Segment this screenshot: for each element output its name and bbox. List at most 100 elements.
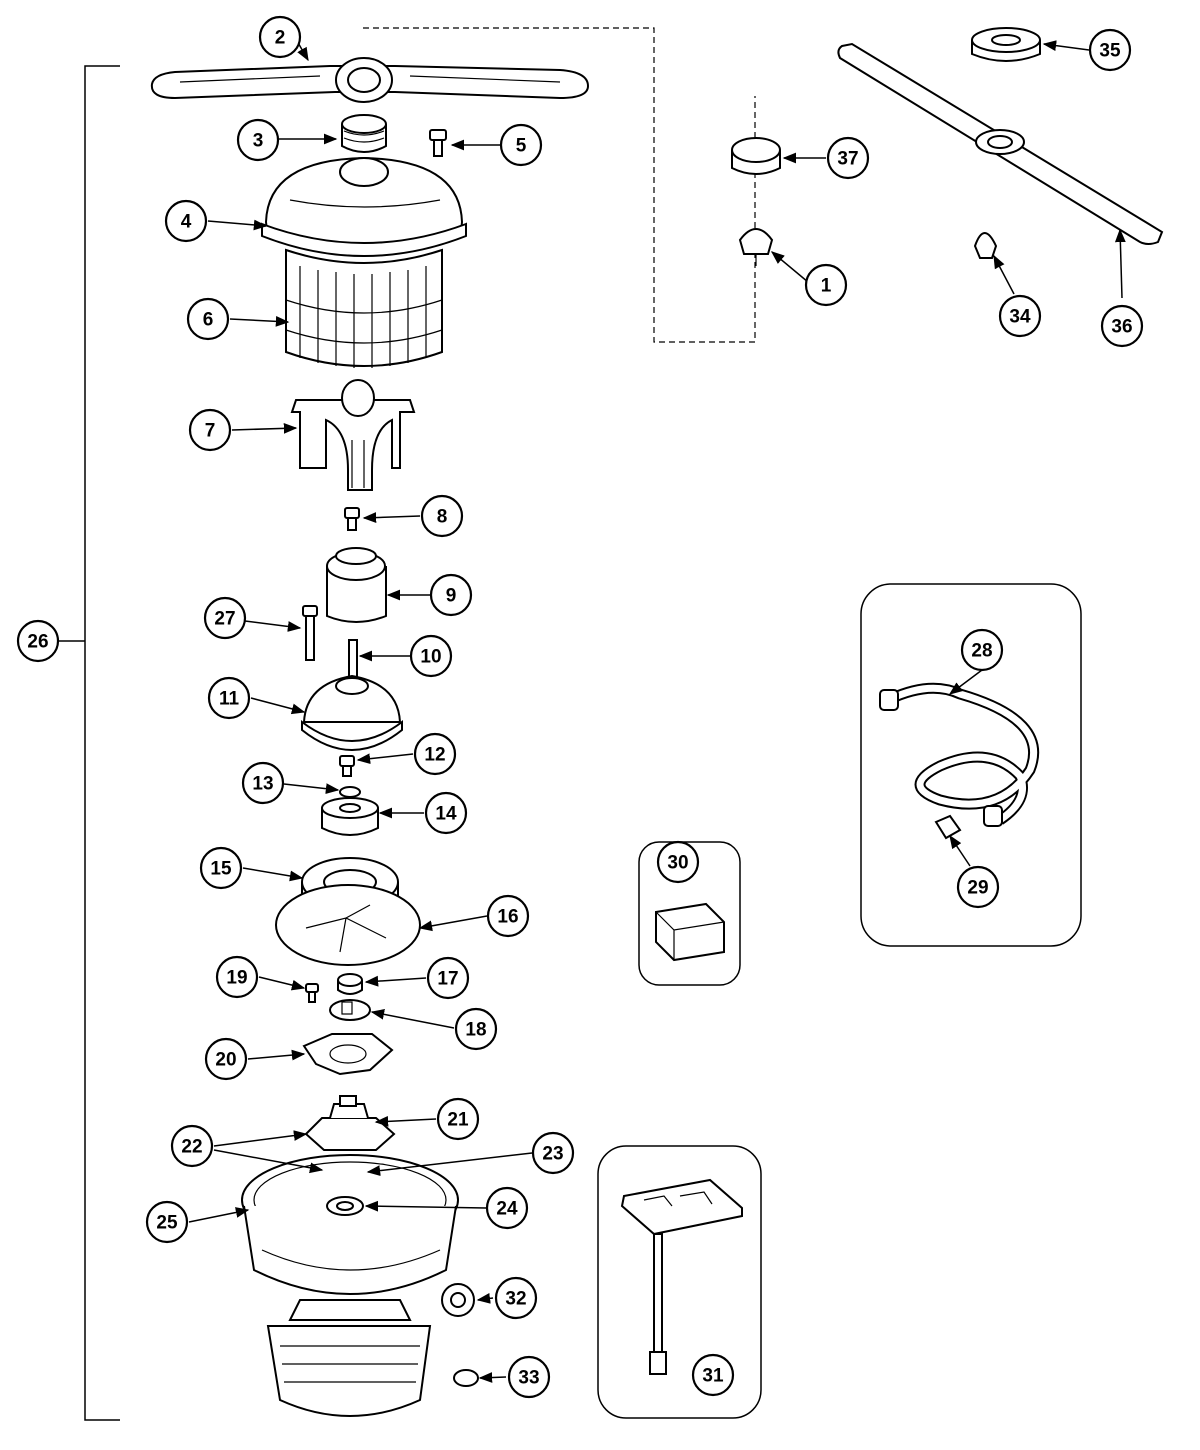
callout-2: 2 <box>258 15 302 59</box>
callout-3: 3 <box>236 118 280 162</box>
part-4-pump-cover <box>261 156 467 257</box>
callout-circle <box>656 840 700 884</box>
callout-21: 21 <box>436 1097 480 1141</box>
part-29-clamp <box>934 814 962 840</box>
callout-circle <box>804 263 848 307</box>
callout-label: 35 <box>1099 41 1121 62</box>
callout-circle <box>186 297 230 341</box>
callout-label: 10 <box>420 647 441 668</box>
part-13-o-ring <box>339 786 361 798</box>
part-19-screw <box>305 983 319 1003</box>
callout-circle <box>203 596 247 640</box>
part-28-hose <box>879 682 1040 827</box>
part-31-control-board <box>620 1178 743 1375</box>
callout-label: 21 <box>447 1110 469 1131</box>
callout-circle <box>188 408 232 452</box>
part-2-upper-spray-arm <box>150 57 590 103</box>
part-35-hub <box>971 27 1041 62</box>
callout-label: 29 <box>967 878 988 899</box>
part-17-seal <box>337 973 363 995</box>
callout-circle <box>236 118 280 162</box>
callout-4: 4 <box>164 199 208 243</box>
callout-circle <box>507 1355 551 1399</box>
callout-label: 7 <box>205 421 216 442</box>
callout-circle <box>145 1200 189 1244</box>
part-21-bracket <box>304 1095 396 1151</box>
callout-8: 8 <box>420 494 464 538</box>
callout-6: 6 <box>186 297 230 341</box>
callout-circle <box>494 1276 538 1320</box>
callout-circle <box>1100 304 1144 348</box>
callout-circle <box>485 1186 529 1230</box>
callout-label: 28 <box>971 641 992 662</box>
callout-31: 31 <box>691 1353 735 1397</box>
callout-circle <box>258 15 302 59</box>
callout-circle <box>170 1124 214 1168</box>
callout-label: 26 <box>27 632 48 653</box>
part-9-tower <box>326 547 387 623</box>
callout-13: 13 <box>241 761 285 805</box>
callout-24: 24 <box>485 1186 529 1230</box>
callout-circle <box>960 628 1004 672</box>
callout-label: 1 <box>821 276 832 297</box>
callout-circle <box>956 865 1000 909</box>
callout-circle <box>531 1131 575 1175</box>
callout-circle <box>826 136 870 180</box>
callout-label: 11 <box>219 689 240 710</box>
callout-label: 25 <box>156 1213 178 1234</box>
callout-circle <box>429 573 473 617</box>
callout-label: 36 <box>1111 317 1132 338</box>
callout-circle <box>199 846 243 890</box>
callout-label: 33 <box>518 1368 539 1389</box>
callout-circle <box>207 676 251 720</box>
callout-9: 9 <box>429 573 473 617</box>
callout-label: 27 <box>214 609 235 630</box>
component-31-frame <box>597 1145 762 1419</box>
part-27-bolt <box>302 605 318 661</box>
part-5-screw <box>429 129 447 157</box>
motor <box>266 1299 432 1417</box>
part-33-cap <box>453 1369 479 1387</box>
callout-circle <box>409 634 453 678</box>
callout-circle <box>486 894 530 938</box>
callout-10: 10 <box>409 634 453 678</box>
callout-label: 37 <box>837 149 858 170</box>
part-25-sump <box>241 1154 459 1295</box>
callout-label: 23 <box>542 1144 563 1165</box>
callout-label: 12 <box>424 745 445 766</box>
assembly-bracket <box>84 65 120 1421</box>
callout-circle <box>998 294 1042 338</box>
callout-34: 34 <box>998 294 1042 338</box>
callout-14: 14 <box>424 791 468 835</box>
callout-32: 32 <box>494 1276 538 1320</box>
component-30-frame <box>638 841 741 986</box>
part-12-screw <box>339 755 355 777</box>
callout-label: 24 <box>496 1199 518 1220</box>
callout-12: 12 <box>413 732 457 776</box>
dashed-link <box>363 27 756 343</box>
callout-label: 20 <box>215 1050 236 1071</box>
callout-23: 23 <box>531 1131 575 1175</box>
callout-circle <box>420 494 464 538</box>
callout-25: 25 <box>145 1200 189 1244</box>
callout-20: 20 <box>204 1037 248 1081</box>
callout-35: 35 <box>1088 28 1132 72</box>
callout-label: 6 <box>203 310 214 331</box>
callout-circle <box>436 1097 480 1141</box>
part-20-chopper <box>302 1033 394 1076</box>
part-36-lower-spray-arm <box>837 42 1164 245</box>
callout-1: 1 <box>804 263 848 307</box>
callout-circle <box>204 1037 248 1081</box>
callout-label: 9 <box>446 586 457 607</box>
callout-circle <box>241 761 285 805</box>
callout-label: 5 <box>516 136 527 157</box>
callout-label: 18 <box>465 1020 486 1041</box>
part-32-nut <box>441 1283 475 1317</box>
part-14-impeller <box>321 797 379 836</box>
callout-circle <box>16 619 60 663</box>
callout-5: 5 <box>499 123 543 167</box>
callout-label: 3 <box>253 131 264 152</box>
leader-lines <box>188 33 1126 1383</box>
